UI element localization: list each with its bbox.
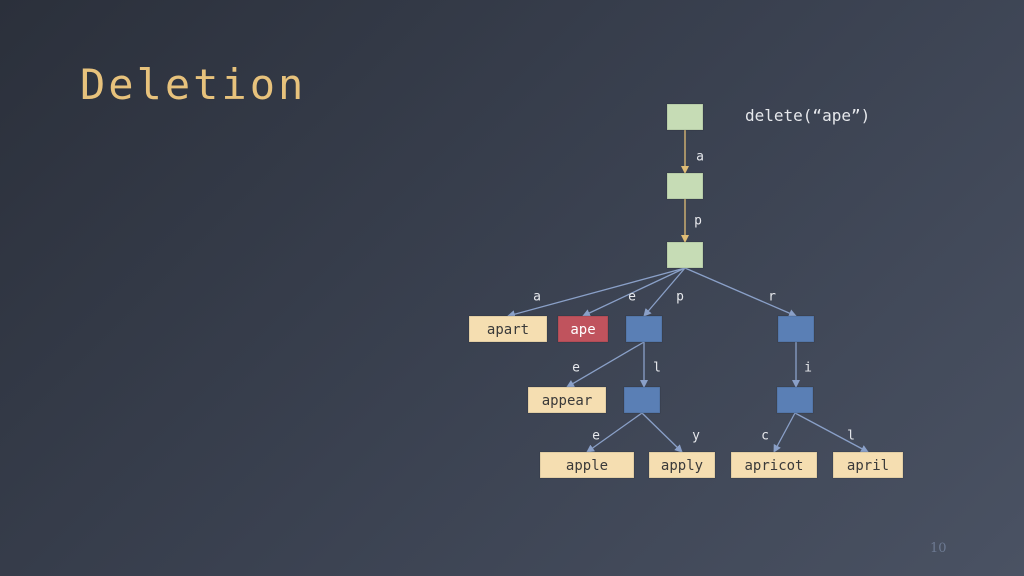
- node-box: [730, 451, 818, 479]
- trie-node-leaf_apple: apple: [539, 451, 635, 479]
- edge-label: a: [696, 150, 704, 165]
- edge-n_ap-n_apr: [684, 267, 797, 317]
- leaf-label: april: [847, 458, 889, 474]
- trie-node-leaf_apricot: apricot: [730, 451, 818, 479]
- edge-label: l: [653, 361, 661, 376]
- node-box: [623, 386, 661, 414]
- trie-node-root: [666, 103, 704, 131]
- edge-label: c: [761, 429, 769, 444]
- node-box: [666, 241, 704, 269]
- edge-n_apri-leaf_april: [794, 412, 869, 453]
- edge-label: e: [628, 290, 636, 305]
- trie-node-leaf_appear: appear: [527, 386, 607, 414]
- trie-node-n_apri: [776, 386, 814, 414]
- trie-node-n_ap: [666, 241, 704, 269]
- trie-node-leaf_apart: apart: [468, 315, 548, 343]
- edge-label: l: [847, 429, 855, 444]
- trie-node-leaf_april: april: [832, 451, 904, 479]
- trie-node-n_a: [666, 172, 704, 200]
- node-box: [557, 315, 609, 343]
- edge-n_apri-leaf_apricot: [773, 412, 796, 453]
- edge-label: e: [592, 429, 600, 444]
- operation-label: delete(“ape”): [745, 106, 871, 125]
- node-box: [625, 315, 663, 343]
- node-box: [539, 451, 635, 479]
- edge-label: a: [533, 290, 541, 305]
- node-box: [666, 172, 704, 200]
- edge-n_appl-leaf_apple: [586, 412, 643, 453]
- page-number: 10: [930, 541, 947, 556]
- edge-n_ap-n_app: [643, 267, 686, 317]
- leaf-label: ape: [570, 322, 595, 338]
- node-box: [666, 103, 704, 131]
- leaf-label: apple: [566, 458, 608, 474]
- trie-node-n_app: [625, 315, 663, 343]
- edge-n_ap-leaf_apart: [507, 267, 686, 319]
- edge-n_ap-leaf_ape: [582, 267, 686, 317]
- edge-label: e: [572, 361, 580, 376]
- edge-label: p: [676, 290, 684, 305]
- edge-label: y: [692, 429, 700, 444]
- node-box: [527, 386, 607, 414]
- leaf-label: apricot: [744, 458, 803, 474]
- slide-title: Deletion: [80, 60, 307, 109]
- leaf-label: apart: [487, 322, 529, 338]
- node-box: [468, 315, 548, 343]
- edge-label: r: [768, 290, 776, 305]
- trie-node-n_apr: [777, 315, 815, 343]
- edge-label: p: [694, 214, 702, 229]
- edge-n_appl-leaf_apply: [641, 412, 683, 453]
- trie-node-n_appl: [623, 386, 661, 414]
- trie-node-leaf_ape: ape: [557, 315, 609, 343]
- leaf-label: appear: [542, 393, 593, 409]
- node-box: [776, 386, 814, 414]
- node-box: [777, 315, 815, 343]
- edge-n_app-leaf_appear: [566, 341, 645, 388]
- node-box: [648, 451, 716, 479]
- edge-label: i: [804, 361, 812, 376]
- leaf-label: apply: [661, 458, 703, 474]
- node-box: [832, 451, 904, 479]
- trie-node-leaf_apply: apply: [648, 451, 716, 479]
